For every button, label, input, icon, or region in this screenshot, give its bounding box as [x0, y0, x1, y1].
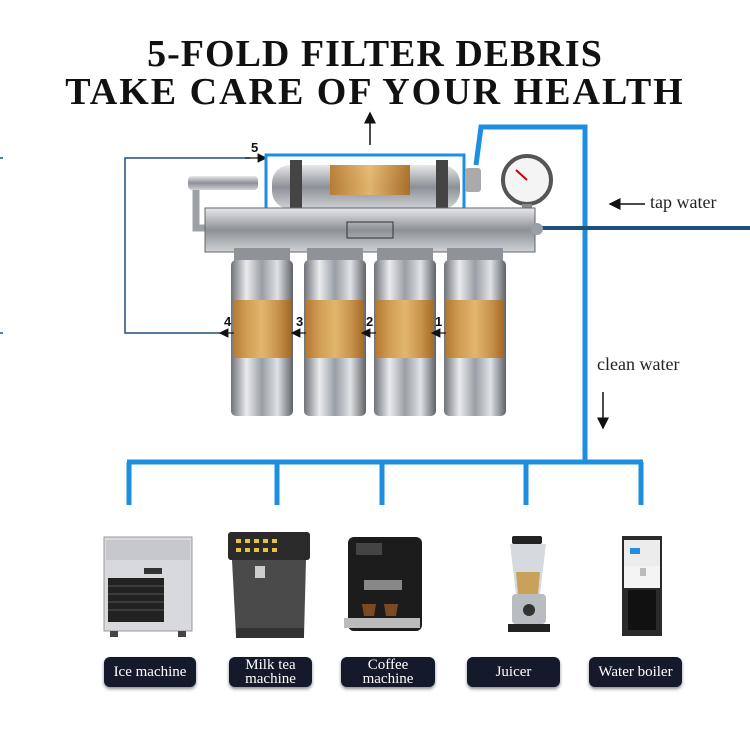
headline-line-1: 5-FOLD FILTER DEBRIS [147, 33, 603, 75]
machine-label-ice-machine: Ice machine [104, 657, 196, 687]
tap-water-label: tap water [650, 192, 717, 212]
stage-number-4: 4 [224, 314, 232, 329]
machine-label-water-boiler: Water boiler [589, 657, 682, 687]
clean-water-label: clean water [597, 354, 680, 374]
stage-4-to-5-line [124, 157, 250, 334]
filter-manifold [204, 207, 536, 253]
clean-water-pipe [473, 124, 588, 455]
headline-line-2: TAKE CARE OF YOUR HEALTH [65, 71, 685, 113]
coffee-machine-icon [344, 537, 422, 631]
juicer-icon [508, 536, 550, 632]
stage-number-5: 5 [251, 140, 259, 155]
machine-label-juicer: Juicer [467, 657, 560, 687]
milk-tea-machine-icon [228, 532, 310, 638]
filter-canister-4 [231, 248, 293, 416]
stage-number-1: 1 [435, 314, 443, 329]
stage-number-3: 3 [296, 314, 304, 329]
filter-canister-3 [304, 248, 366, 416]
filter-canister-1 [444, 248, 506, 416]
water-boiler-icon [622, 536, 662, 636]
filter-canister-2 [374, 248, 436, 416]
stage-number-2: 2 [366, 314, 374, 329]
ice-machine-icon [103, 536, 193, 637]
